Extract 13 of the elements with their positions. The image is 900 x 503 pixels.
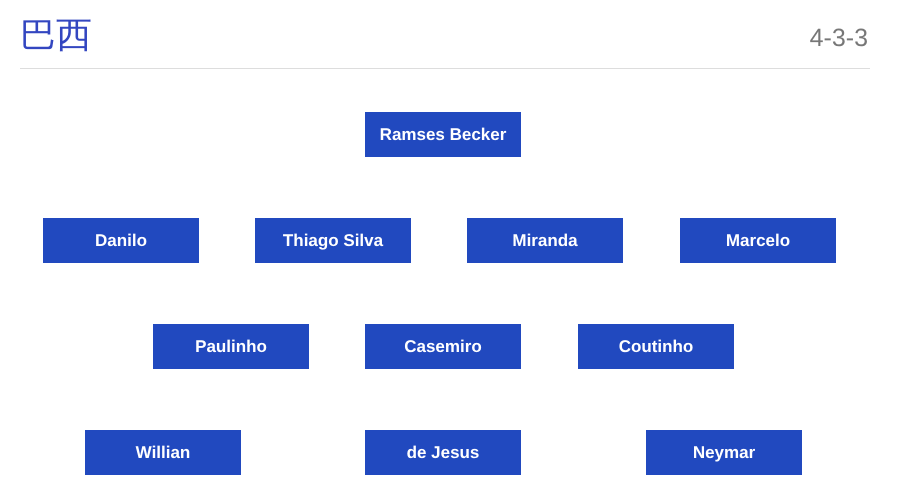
player-box: Thiago Silva [255, 218, 411, 263]
player-box: Coutinho [578, 324, 734, 369]
player-box: Ramses Becker [365, 112, 521, 157]
player-box: Danilo [43, 218, 199, 263]
player-box: Willian [85, 430, 241, 475]
player-box: Casemiro [365, 324, 521, 369]
player-box: Paulinho [153, 324, 309, 369]
player-box: Miranda [467, 218, 623, 263]
formation-label: 4-3-3 [810, 23, 868, 54]
player-box: Neymar [646, 430, 802, 475]
team-name: 巴西 [20, 14, 92, 58]
player-box: de Jesus [365, 430, 521, 475]
player-box: Marcelo [680, 218, 836, 263]
